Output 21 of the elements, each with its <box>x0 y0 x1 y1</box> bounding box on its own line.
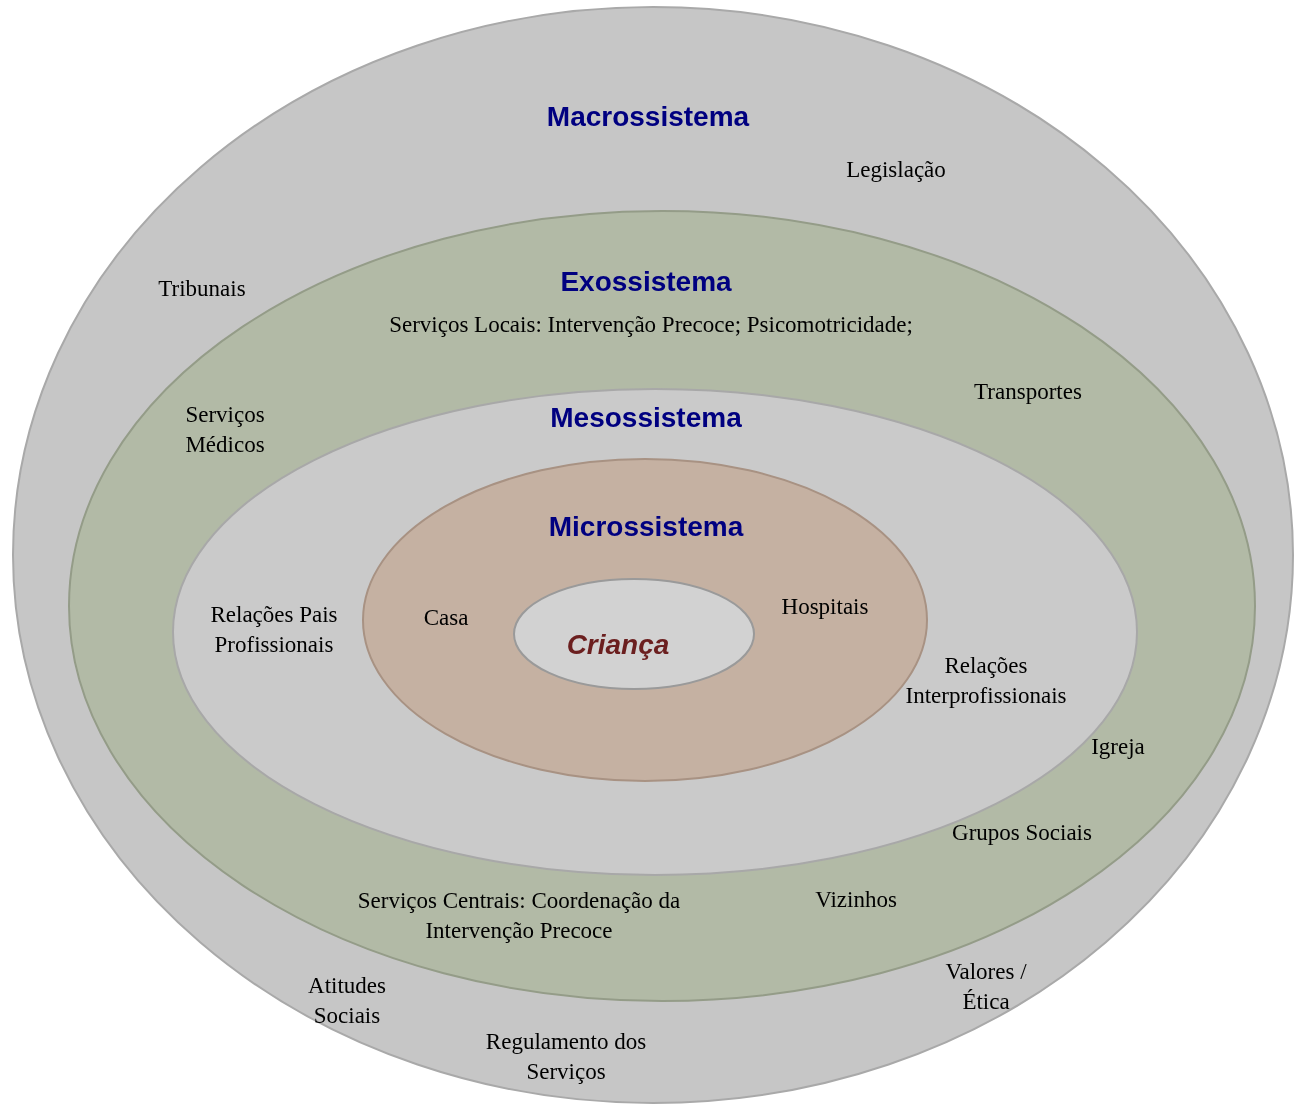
system-label: Relações Interprofissionais <box>904 652 1068 710</box>
system-label: Grupos Sociais <box>952 819 1092 848</box>
layer-title: Mesossistema <box>550 400 742 435</box>
system-label: Hospitais <box>781 593 869 622</box>
system-label: Serviços Centrais: Coordenação da Intervenção Precoce <box>356 887 682 945</box>
system-label: Serviços Locais: Intervenção Precoce; Psicomotricidade; <box>389 311 913 340</box>
system-label: Valores / Ética <box>944 958 1028 1016</box>
system-label: Serviços Médicos <box>184 401 266 459</box>
layer-title: Macrossistema <box>546 99 750 134</box>
system-label: Regulamento dos Serviços <box>484 1028 648 1086</box>
system-label: Casa <box>423 604 469 633</box>
system-label: Legislação <box>846 156 946 185</box>
layer-title: Microssistema <box>548 509 744 544</box>
system-label: Tribunais <box>158 275 246 304</box>
layer-title: Exossistema <box>560 264 732 299</box>
system-label: Igreja <box>1091 733 1145 762</box>
system-label: Atitudes Sociais <box>307 972 387 1030</box>
system-label: Transportes <box>974 378 1082 407</box>
center-label: Criança <box>566 627 670 662</box>
system-label: Relações Pais Profissionais <box>209 601 339 659</box>
system-label: Vizinhos <box>815 886 897 915</box>
